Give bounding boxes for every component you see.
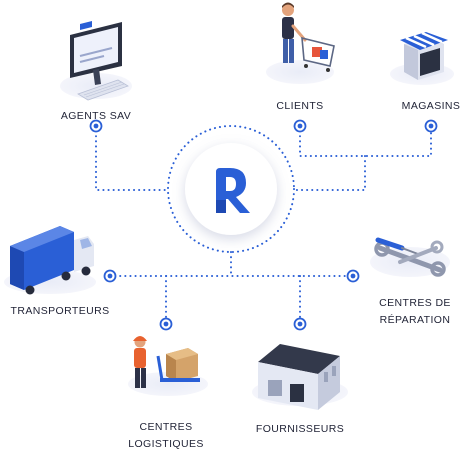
- label-transporteurs: TRANSPORTEURS: [10, 305, 110, 317]
- connector-clients: [299, 125, 432, 157]
- delivery-truck-icon: [4, 226, 96, 295]
- warehouse-worker-icon: [128, 336, 208, 396]
- node-dot-fournisseurs: [293, 317, 307, 331]
- shopper-cart-icon: [266, 2, 335, 84]
- node-dot-logistiques: [159, 317, 173, 331]
- hub-ring: [167, 125, 295, 253]
- connector-lines: [95, 125, 432, 325]
- node-dot-magasins: [424, 119, 438, 133]
- factory-building-icon: [252, 344, 348, 410]
- label-magasins: MAGASINS: [401, 100, 461, 112]
- node-dot-agents-sav: [89, 119, 103, 133]
- hub: [185, 143, 277, 235]
- label-centres-logistiques: CENTRES LOGISTIQUES: [128, 421, 204, 450]
- wrench-tools-icon: [370, 237, 450, 277]
- connector-magasins: [293, 155, 366, 191]
- label-agents-sav: AGENTS SAV: [60, 110, 132, 122]
- connector-agents-sav: [95, 125, 169, 191]
- stylized-R-logo-icon: [216, 168, 250, 213]
- node-dot-reparation: [346, 269, 360, 283]
- connector-nodes: [89, 119, 438, 331]
- node-dot-transporteurs: [103, 269, 117, 283]
- label-clients: CLIENTS: [276, 100, 324, 112]
- label-centres-de-reparation: CENTRES DE RÉPARATION: [379, 297, 451, 326]
- monitor-dashboard-icon: [60, 21, 132, 101]
- label-fournisseurs: FOURNISSEURS: [255, 423, 345, 435]
- storefront-icon: [390, 31, 454, 85]
- node-dot-clients: [293, 119, 307, 133]
